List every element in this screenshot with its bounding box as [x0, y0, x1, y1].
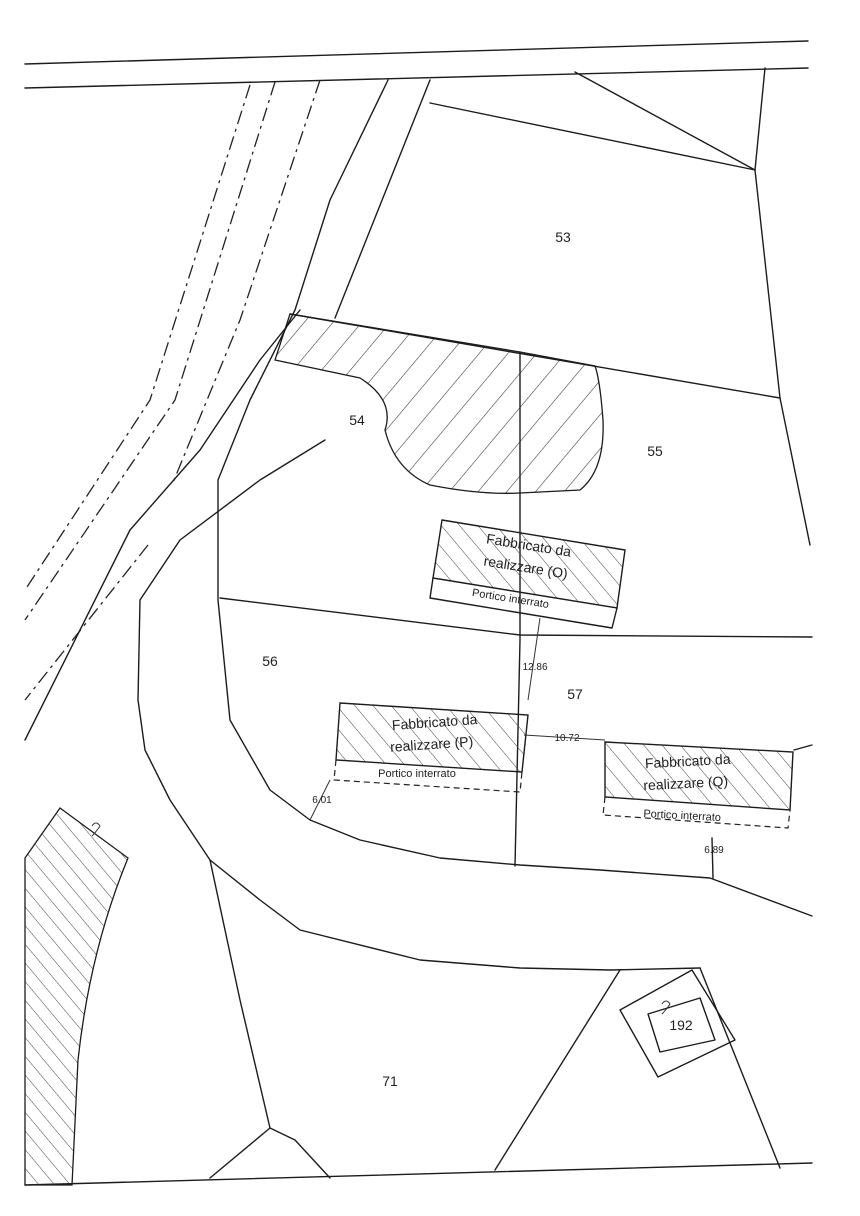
building-p-portico: Portico interrato	[378, 768, 456, 780]
left-hatched-parcel	[24, 807, 129, 1186]
building-o: Fabbricato da realizzare (O) Portico int…	[429, 519, 626, 629]
building-q-label-2: realizzare (Q)	[643, 773, 729, 793]
parcel-53-label: 53	[555, 229, 571, 245]
parcel-54-label: 54	[349, 412, 365, 428]
building-q-portico: Portico interrato	[643, 808, 721, 824]
dimension-12-86: 12.86	[522, 662, 547, 673]
parcel-71-label: 71	[382, 1073, 398, 1089]
dimension-6-89: 6.89	[704, 845, 724, 856]
parcel-55-label: 55	[647, 443, 663, 459]
top-road	[24, 40, 809, 89]
building-q-label-1: Fabbricato da	[645, 751, 732, 771]
boundary-hooks	[91, 822, 671, 1015]
parcel-192	[619, 969, 736, 1078]
dimension-6-01: 6.01	[312, 795, 332, 806]
building-p: Fabbricato da realizzare (P) Portico int…	[333, 702, 529, 793]
dimension-10-72: 10.72	[554, 733, 579, 744]
parcel-57-label: 57	[567, 686, 583, 702]
parcel-192-label: 192	[669, 1017, 693, 1033]
dashed-road	[24, 79, 321, 701]
building-p-label-2: realizzare (P)	[390, 733, 474, 755]
shaded-area	[274, 313, 604, 494]
building-p-label-1: Fabbricato da	[391, 711, 478, 733]
parcel-boundaries	[24, 67, 813, 1186]
parcel-labels: 53 54 55 56 57 71 192	[262, 229, 693, 1089]
parcel-56-label: 56	[262, 653, 278, 669]
dimension-labels: 12.86 10.72 6.01 6.89	[312, 662, 724, 856]
building-q: Fabbricato da realizzare (Q) Portico int…	[602, 741, 794, 829]
